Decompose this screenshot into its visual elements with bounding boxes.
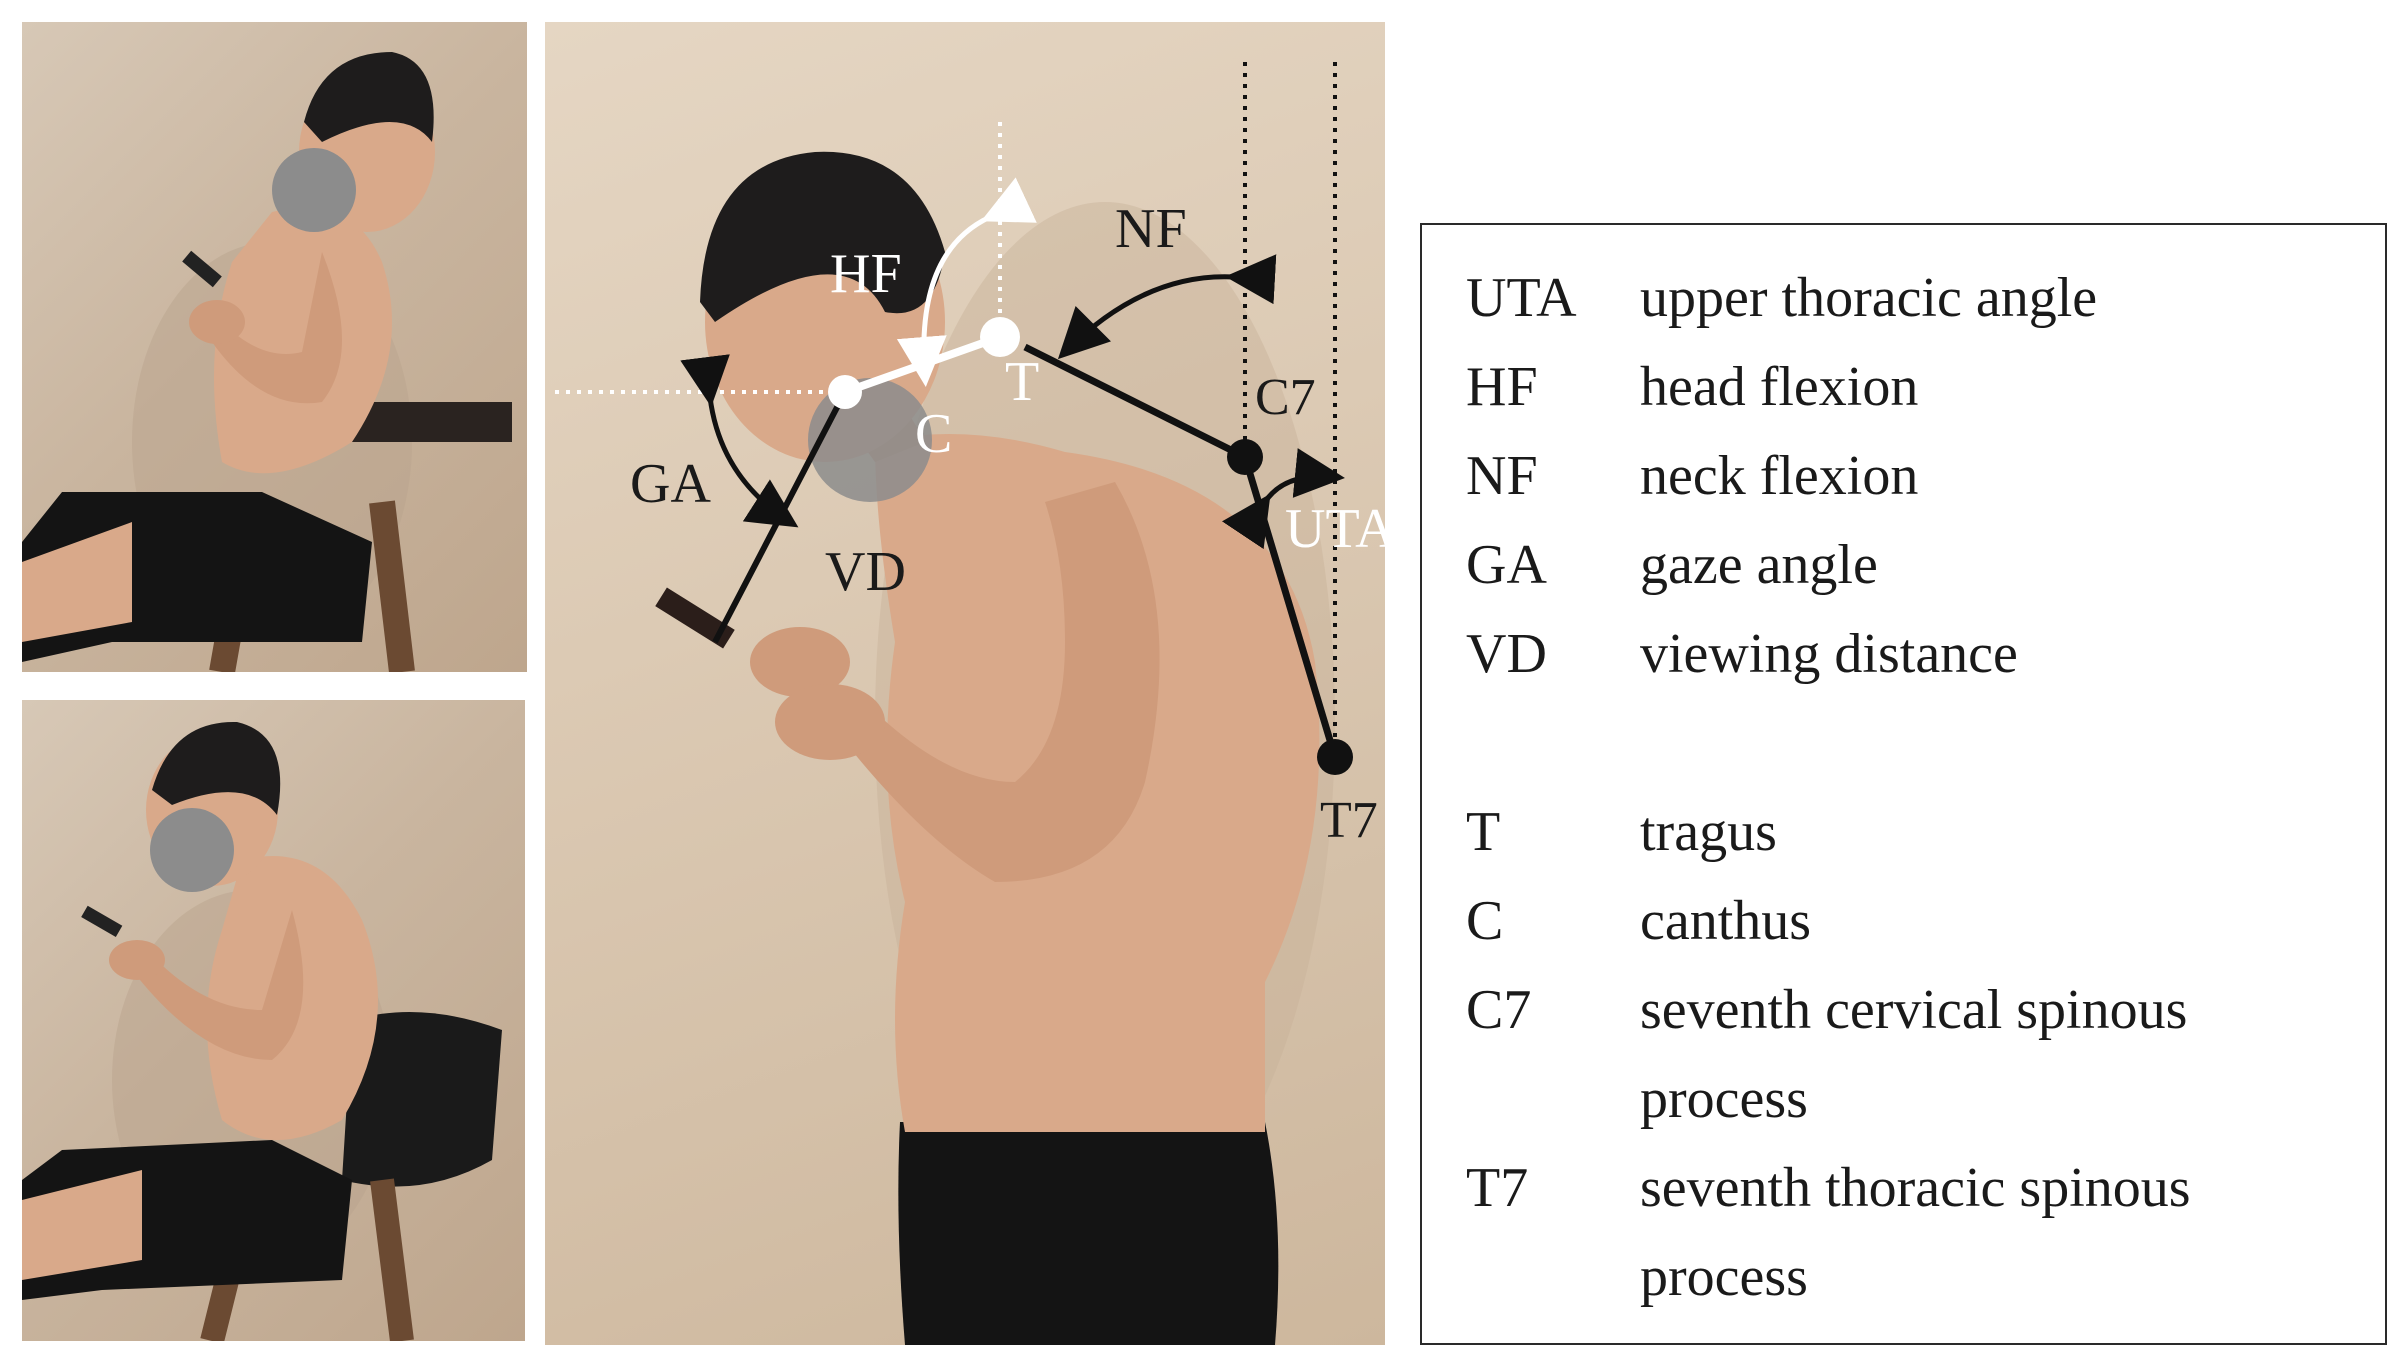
label-t7: T7 xyxy=(1320,792,1378,849)
label-ga: GA xyxy=(630,453,711,515)
smartphone-icon xyxy=(655,587,735,649)
legend-abbr: UTA xyxy=(1466,267,1577,329)
upper-thoracic-angle-arc-icon xyxy=(1221,448,1345,550)
canthus-point xyxy=(828,375,862,409)
legend-desc: upper thoracic angle xyxy=(1640,267,2098,329)
c7-point xyxy=(1227,439,1263,475)
t7-point xyxy=(1317,739,1353,775)
photo-seated-posture-2 xyxy=(22,700,525,1341)
legend-abbr: HF xyxy=(1466,356,1538,418)
label-nf: NF xyxy=(1115,198,1187,260)
legend-abbr: GA xyxy=(1466,534,1547,596)
legend-abbr: T xyxy=(1466,801,1501,863)
legend-desc: seventh cervical spinous xyxy=(1640,979,2188,1041)
seated-figure-illustration-2 xyxy=(22,721,502,1341)
label-hf: HF xyxy=(830,243,902,305)
neck-flexion-arc-icon xyxy=(1057,254,1277,360)
legend-abbr: T7 xyxy=(1466,1157,1529,1219)
legend-row-vd: VD viewing distance xyxy=(1422,614,2385,694)
photo-standing-posture-annotated: HF NF GA VD UTA T C C7 T7 xyxy=(545,22,1385,1345)
legend-abbr: C xyxy=(1466,890,1504,952)
face-mask-circle-icon xyxy=(272,148,356,232)
legend-desc-continuation: process xyxy=(1640,1246,1808,1308)
legend-row-ga: GA gaze angle xyxy=(1422,525,2385,605)
legend-abbr: VD xyxy=(1466,623,1547,685)
legend-abbr: C7 xyxy=(1466,979,1532,1041)
legend-row-t: T tragus xyxy=(1422,792,2385,872)
legend-desc: neck flexion xyxy=(1640,445,1919,507)
shorts-icon xyxy=(898,1122,1279,1345)
face-mask-circle-icon-2 xyxy=(150,808,234,892)
legend-row-uta: UTA upper thoracic angle xyxy=(1422,258,2385,338)
legend-row-hf: HF head flexion xyxy=(1422,347,2385,427)
legend-desc: gaze angle xyxy=(1640,534,1878,596)
label-c: C xyxy=(915,403,952,465)
legend-abbr: NF xyxy=(1466,445,1538,507)
legend-desc: head flexion xyxy=(1640,356,1919,418)
legend-row-c: C canthus xyxy=(1422,881,2385,961)
legend-row-t7: T7 seventh thoracic spinous process xyxy=(1422,1148,2385,1318)
legend-box: UTA upper thoracic angle HF head flexion… xyxy=(1420,223,2387,1345)
posture-measurement-diagram: HF NF GA VD UTA T C C7 T7 xyxy=(555,62,1385,1345)
legend-row-c7: C7 seventh cervical spinous process xyxy=(1422,970,2385,1140)
head-flexion-arc-icon xyxy=(896,177,1037,387)
label-t: T xyxy=(1005,351,1039,413)
legend-row-nf: NF neck flexion xyxy=(1422,436,2385,516)
label-vd: VD xyxy=(825,541,906,603)
legend-desc-continuation: process xyxy=(1640,1068,1808,1130)
legend-desc: seventh thoracic spinous xyxy=(1640,1157,2191,1219)
photo-seated-posture-1 xyxy=(22,22,527,672)
gaze-angle-arc-icon xyxy=(680,354,799,528)
label-c7: C7 xyxy=(1255,369,1316,426)
legend-desc: viewing distance xyxy=(1640,623,2018,685)
seated-figure-illustration xyxy=(22,52,512,672)
legend-desc: canthus xyxy=(1640,890,1812,952)
stool-back-icon xyxy=(342,1012,502,1187)
label-uta: UTA xyxy=(1285,498,1385,560)
legend-desc: tragus xyxy=(1640,801,1777,863)
